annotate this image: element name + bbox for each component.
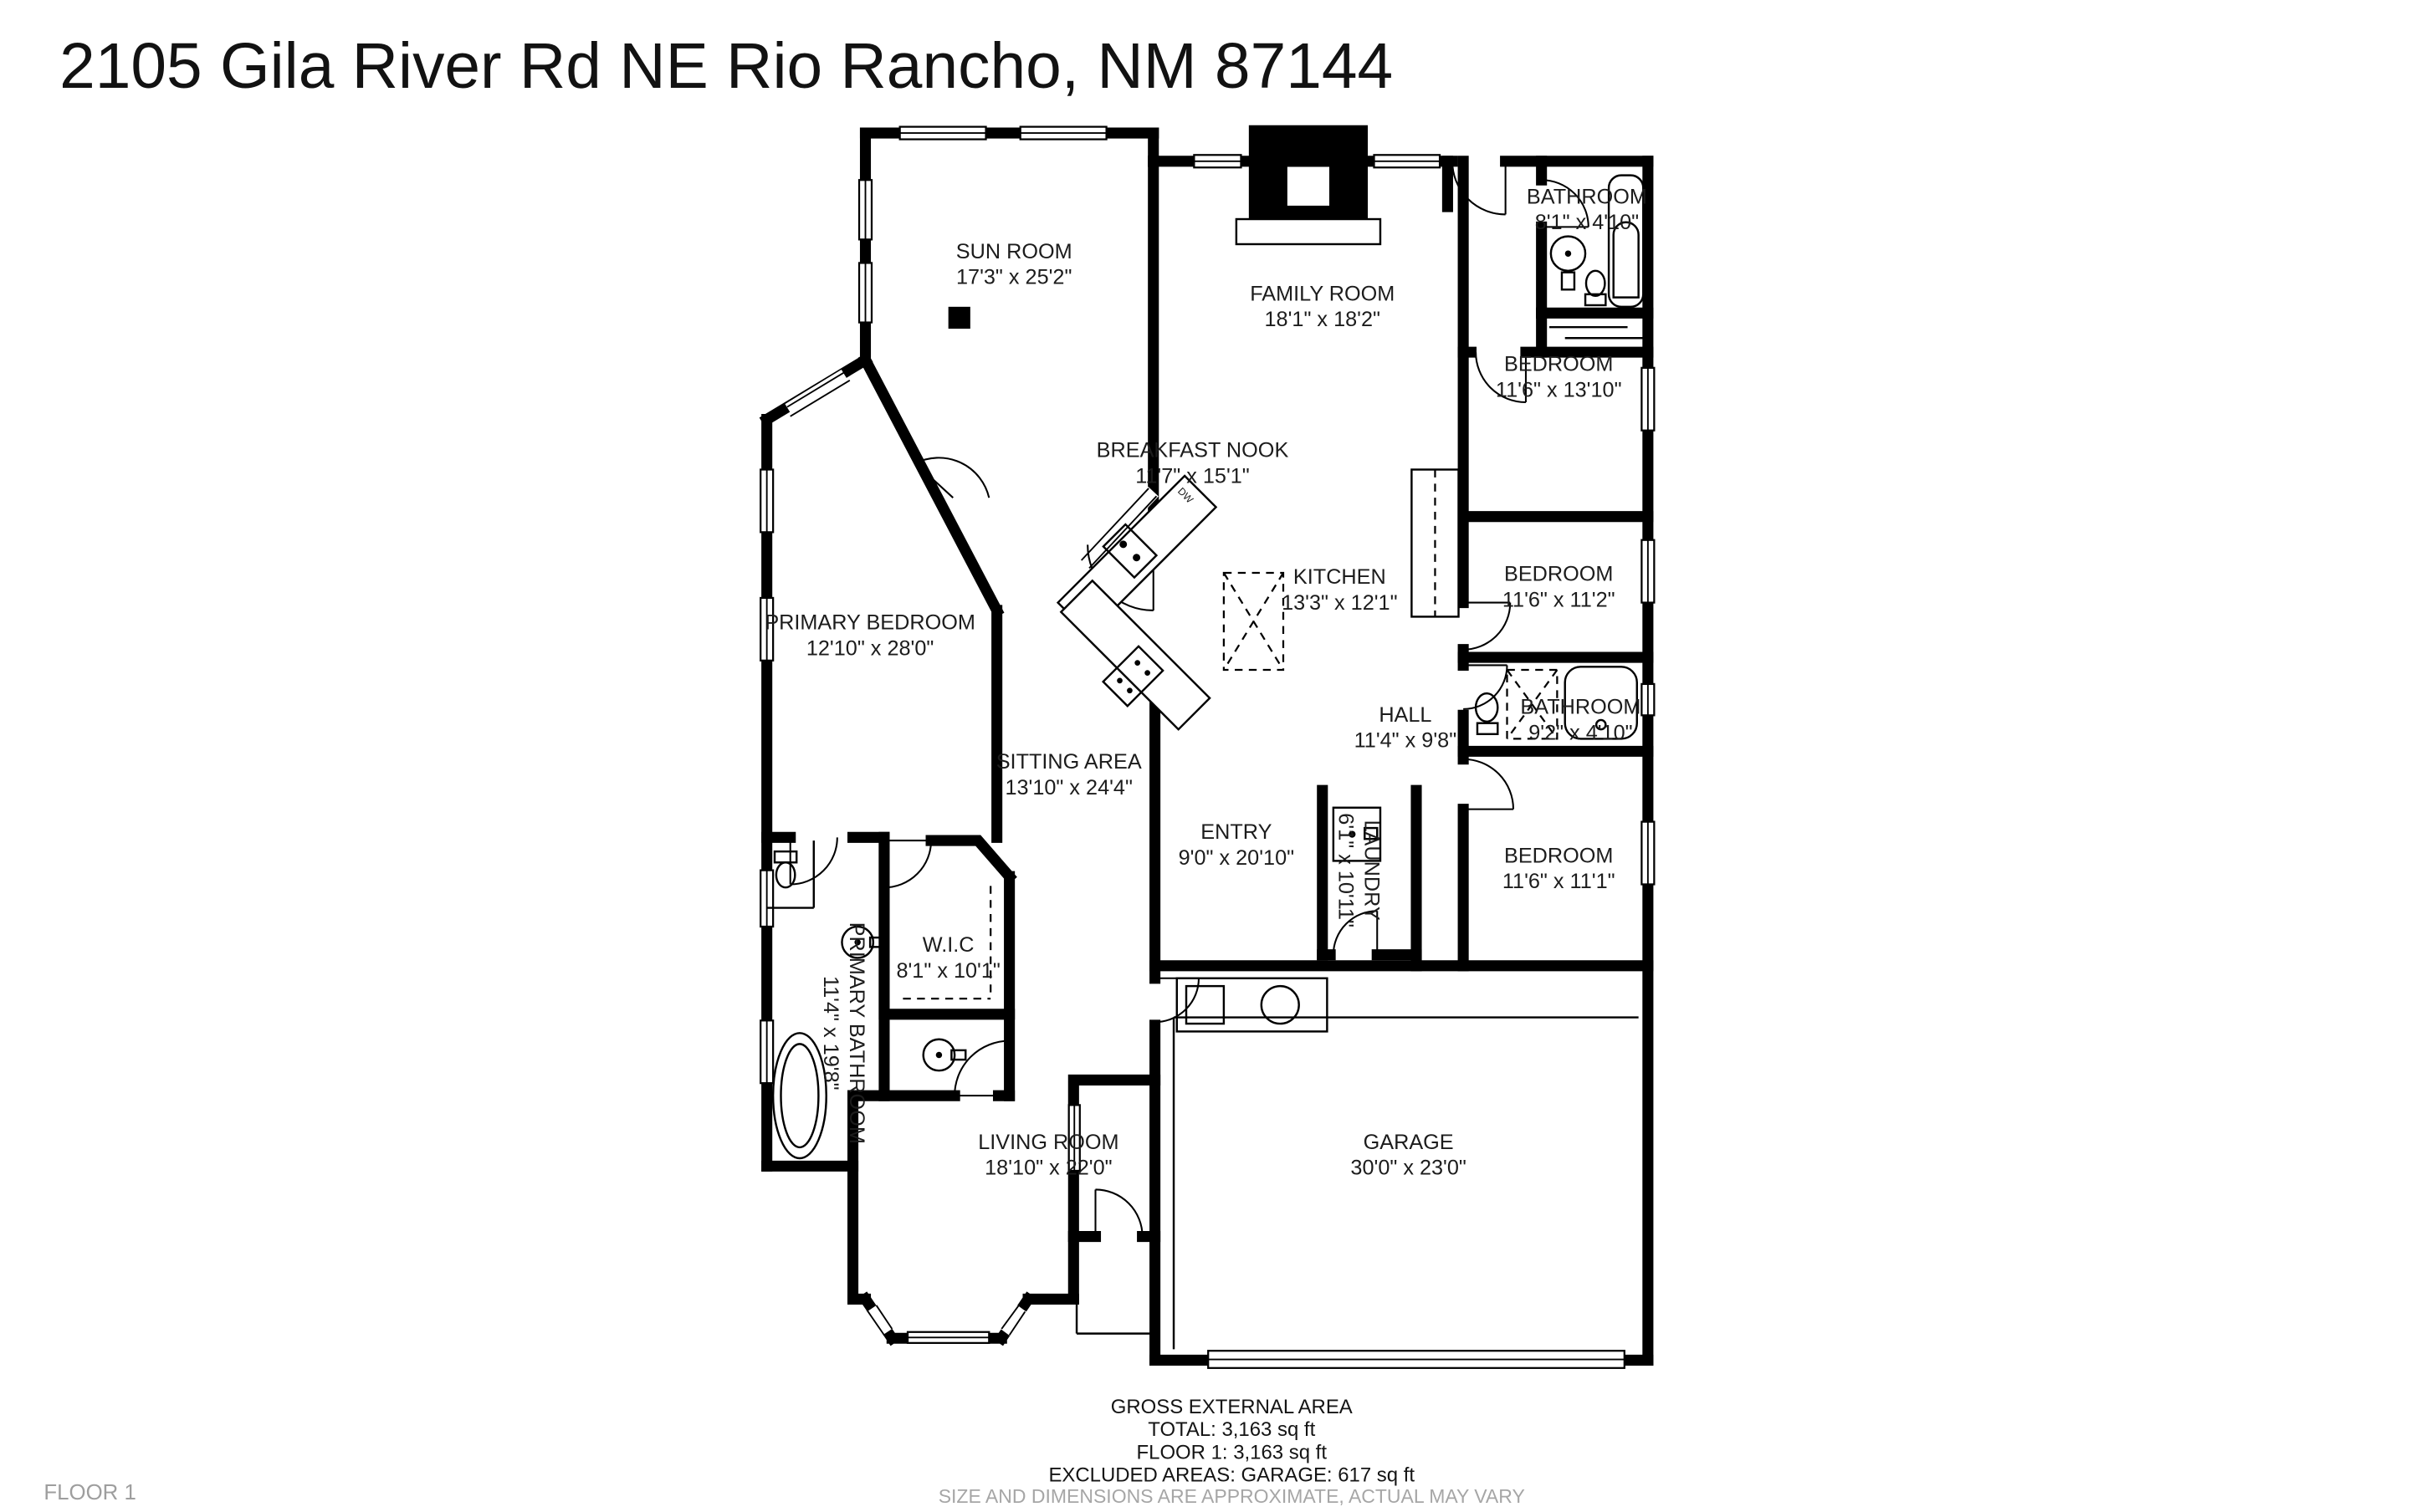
primary-bathroom-door [789, 837, 838, 886]
bathroom1-fixtures [1549, 174, 1645, 309]
garage-interior [1172, 977, 1639, 1350]
doors [789, 161, 1589, 1237]
room-label-laundry: LAUNDRY6'1" x 10'11" [1333, 813, 1383, 927]
footer-summary: GROSS EXTERNAL AREA TOTAL: 3,163 sq ft F… [939, 1396, 1525, 1507]
bedroom1-door [1475, 352, 1527, 404]
bay-window-nw [785, 370, 851, 417]
bay-window-sw-right [999, 1304, 1028, 1336]
front-door [1451, 161, 1507, 216]
laundry-fixtures [1332, 806, 1382, 862]
footer-disclaimer: SIZE AND DIMENSIONS ARE APPROXIMATE, ACT… [939, 1485, 1525, 1507]
room-label-primary-bathroom: PRIMARY BATHROOM11'4" x 19'8" [819, 922, 868, 1144]
fireplace [1235, 125, 1382, 246]
wic-door [883, 840, 933, 889]
bedroom1-closet [1549, 325, 1644, 340]
footer-heading: GROSS EXTERNAL AREA [1111, 1396, 1353, 1418]
porch-steps [1075, 1243, 1152, 1335]
wic-shelving [903, 886, 992, 1000]
property-address-title: 2105 Gila River Rd NE Rio Rancho, NM 871… [59, 31, 1393, 102]
laundry-door [1332, 910, 1379, 955]
footer-excluded: EXCLUDED AREAS: GARAGE: 617 sq ft [1048, 1463, 1415, 1486]
interior-walls [761, 156, 1654, 1101]
bay-window-sw-left [865, 1305, 893, 1336]
bedroom3-door [1463, 758, 1515, 810]
floor-label: FLOOR 1 [44, 1481, 136, 1504]
footer-floor1: FLOOR 1: 3,163 sq ft [1137, 1441, 1328, 1463]
entry-front-door [1094, 1188, 1144, 1237]
footer-total: TOTAL: 3,163 sq ft [1148, 1418, 1315, 1441]
bathroom2-door [1463, 664, 1508, 710]
bath-vestibule-door [954, 1040, 1010, 1097]
bedroom2-door [1463, 601, 1512, 651]
kitchen-fixtures [1056, 468, 1460, 731]
window-nook-diagonal [1080, 486, 1159, 570]
bathroom1-door [1541, 179, 1589, 228]
garage-door [1207, 1350, 1625, 1369]
sunroom-column [948, 306, 970, 329]
bathroom2-fixtures [1474, 666, 1638, 740]
primary-bathroom-fixtures [766, 840, 967, 1160]
windows [760, 125, 1656, 1344]
primary-bedroom-door [914, 457, 990, 498]
